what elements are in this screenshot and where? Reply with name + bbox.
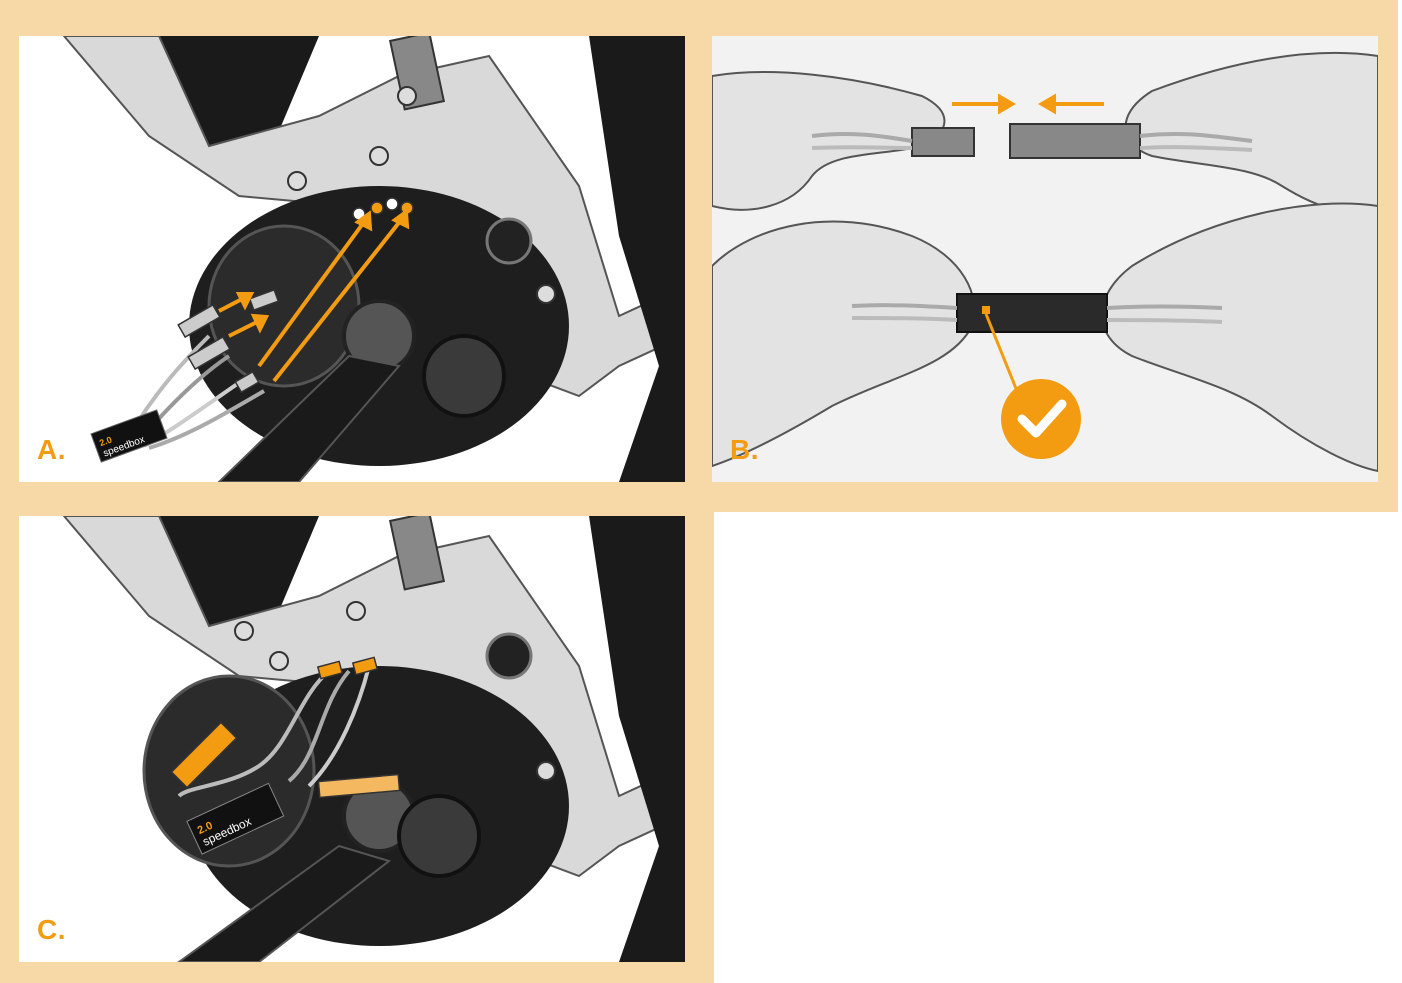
hands-illustration-b — [712, 36, 1378, 482]
bolt — [288, 172, 306, 190]
connector-female — [1010, 124, 1140, 158]
motor-illustration-a: 2.0 speedbox — [19, 36, 685, 482]
connector-mark — [982, 306, 990, 314]
connector-joined — [957, 294, 1107, 332]
socket — [371, 202, 383, 214]
bolt — [398, 87, 416, 105]
hand-bottom-right — [1102, 204, 1378, 472]
bolt — [370, 147, 388, 165]
rear-tire — [589, 36, 685, 482]
frame-bolt — [487, 634, 531, 678]
panel-c: 2.0 speedbox C. — [19, 516, 685, 962]
push-arrows-icon — [952, 97, 1104, 111]
bolt — [537, 285, 555, 303]
checkmark-icon — [1001, 379, 1081, 459]
rear-tire — [589, 516, 685, 962]
bolt — [537, 762, 555, 780]
cable — [1107, 320, 1222, 322]
connector-male — [912, 128, 974, 156]
cable — [1107, 307, 1222, 309]
bolt — [235, 622, 253, 640]
speedbox-device: 2.0 speedbox — [91, 410, 167, 462]
gear-hub — [399, 796, 479, 876]
bolt — [347, 602, 365, 620]
step-label-b: B. — [730, 434, 759, 466]
bolt — [270, 652, 288, 670]
gear-hub — [424, 336, 504, 416]
panel-a: 2.0 speedbox A. — [19, 36, 685, 482]
socket — [386, 198, 398, 210]
motor-illustration-c: 2.0 speedbox — [19, 516, 685, 962]
cable — [812, 147, 912, 148]
panel-b: B. — [712, 36, 1378, 482]
hand-bottom-left — [712, 222, 975, 466]
step-label-a: A. — [37, 434, 66, 466]
step-label-c: C. — [37, 914, 66, 946]
frame-bolt — [487, 219, 531, 263]
cable — [852, 318, 957, 320]
